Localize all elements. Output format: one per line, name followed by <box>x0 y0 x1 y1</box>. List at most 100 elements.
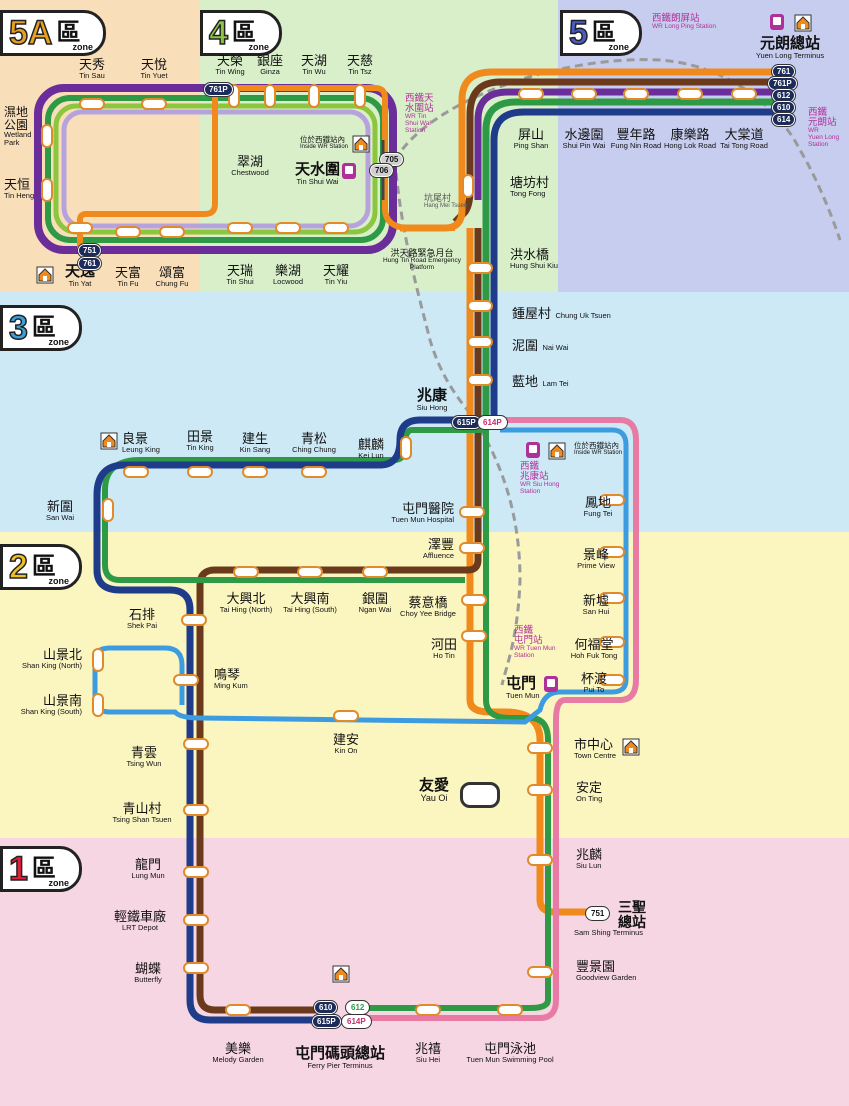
route-tag-yl-614[interactable]: 614 <box>770 112 797 127</box>
station-stop[interactable] <box>159 226 185 238</box>
station-stop[interactable] <box>301 466 327 478</box>
station-stop[interactable] <box>599 636 625 648</box>
station-stop[interactable] <box>181 614 207 626</box>
station-stop[interactable] <box>183 866 209 878</box>
station-stop[interactable] <box>599 674 625 686</box>
station-stop[interactable] <box>323 222 349 234</box>
station-stop[interactable] <box>731 88 757 100</box>
route-tag-706[interactable]: 706 <box>368 163 395 178</box>
station-stop[interactable] <box>297 566 323 578</box>
route-tag-sh-614p[interactable]: 614P <box>477 415 508 430</box>
station-stop[interactable] <box>333 710 359 722</box>
route-tag-751[interactable]: 751 <box>76 243 103 258</box>
station-stop[interactable] <box>227 222 253 234</box>
station-stop[interactable] <box>41 124 53 148</box>
station-label-nai-wai[interactable]: 泥圍 Nai Wai <box>512 338 569 353</box>
station-stop[interactable] <box>242 466 268 478</box>
station-stop[interactable] <box>183 738 209 750</box>
station-stop[interactable] <box>459 542 485 554</box>
route-tag-fp-612[interactable]: 612 <box>344 1000 371 1015</box>
station-stop[interactable] <box>92 648 104 672</box>
station-stop[interactable] <box>400 436 412 460</box>
station-stop[interactable] <box>599 494 625 506</box>
station-stop[interactable] <box>115 226 141 238</box>
station-stop[interactable] <box>467 374 493 386</box>
station-stop[interactable] <box>497 1004 523 1016</box>
station-stop[interactable] <box>571 88 597 100</box>
station-stop[interactable] <box>225 1004 251 1016</box>
station-stop[interactable] <box>518 88 544 100</box>
route-tag-fp-614p[interactable]: 614P <box>341 1014 372 1029</box>
station-stop[interactable] <box>187 466 213 478</box>
station-stop[interactable] <box>183 804 209 816</box>
station-label-chung-uk-tsuen[interactable]: 鍾屋村 Chung Uk Tsuen <box>512 306 611 321</box>
station-stop[interactable] <box>467 336 493 348</box>
station-stop[interactable] <box>275 222 301 234</box>
station-label-lam-tei[interactable]: 藍地 Lam Tei <box>512 374 569 389</box>
station-stop[interactable] <box>677 88 703 100</box>
station-stop[interactable] <box>264 84 276 108</box>
station-stop[interactable] <box>354 84 366 108</box>
station-stop[interactable] <box>527 742 553 754</box>
station-stop[interactable] <box>308 84 320 108</box>
station-stop[interactable] <box>527 966 553 978</box>
station-stop[interactable] <box>462 174 474 198</box>
station-stop[interactable] <box>92 693 104 717</box>
station-stop[interactable] <box>362 566 388 578</box>
station-stop[interactable] <box>415 1004 441 1016</box>
station-stop[interactable] <box>102 498 114 522</box>
route-tag-761p[interactable]: 761P <box>203 82 234 97</box>
station-stop[interactable] <box>79 98 105 110</box>
station-stop[interactable] <box>527 854 553 866</box>
